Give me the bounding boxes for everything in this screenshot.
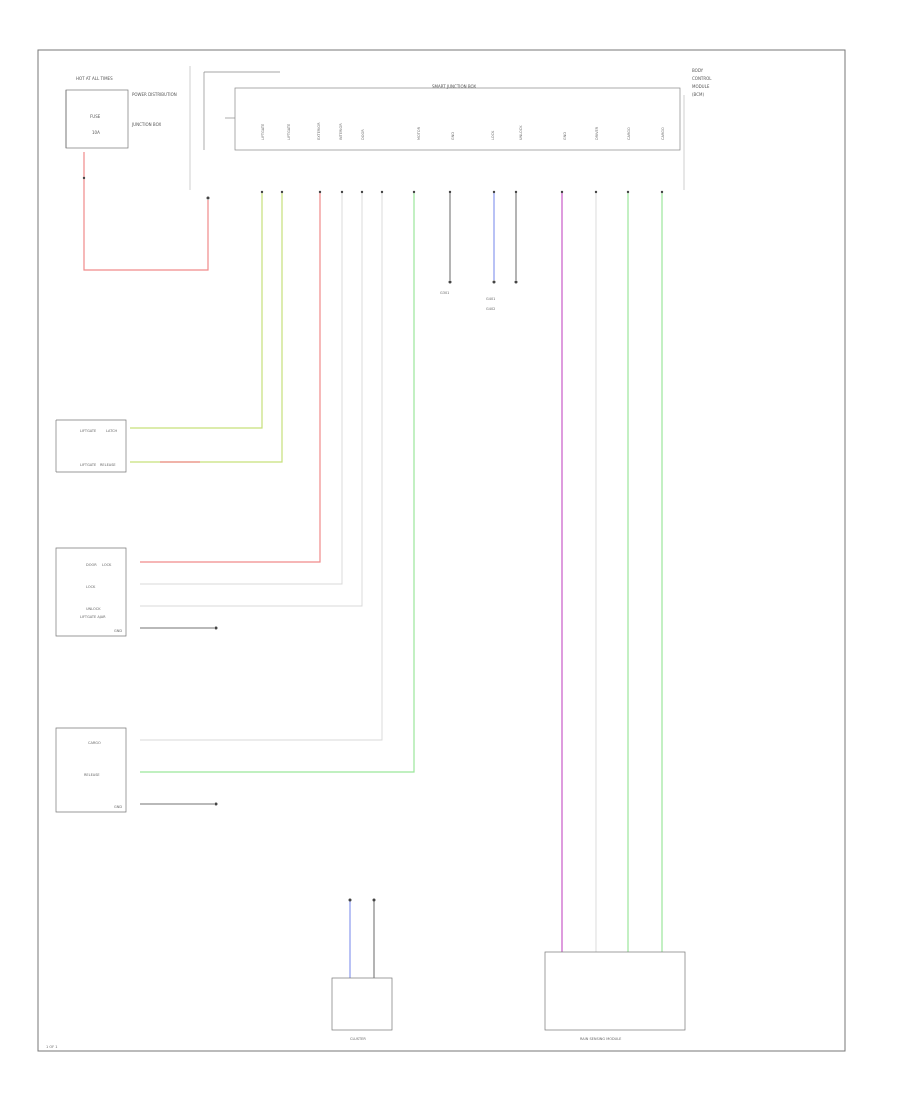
wire-gray-1 xyxy=(140,192,343,585)
cluster-dot-1 xyxy=(348,898,352,902)
page-reference: 1 OF 1 xyxy=(46,1045,57,1049)
pin-label-9: UNLOCK xyxy=(519,125,523,140)
fuse-block-label-1: HOT AT ALL TIMES xyxy=(76,76,113,81)
pin-label-6: MOTOR xyxy=(417,126,421,140)
splice-dot xyxy=(206,196,210,200)
pin-label-12: CARGO xyxy=(627,127,631,140)
wire-yg-2 xyxy=(130,192,283,463)
pin-label-7: GND xyxy=(451,132,455,140)
wire-red-power xyxy=(83,152,209,271)
lock-label-4: UNLOCK xyxy=(86,607,101,611)
fuse-block-label-2: POWER DISTRIBUTION xyxy=(132,92,177,97)
rain-module-label: RAIN SENSING MODULE xyxy=(580,1037,621,1041)
lock-label-6: GND xyxy=(114,629,122,633)
splice-dot xyxy=(82,176,86,180)
main-module-side-4: (BCM) xyxy=(692,92,704,97)
wire-gray-2 xyxy=(140,192,363,607)
main-module-side-2: CONTROL xyxy=(692,76,712,81)
ground-dot-2 xyxy=(492,280,496,284)
wire-yg-1 xyxy=(130,192,263,429)
latch-label-1: LIFTGATE xyxy=(80,429,96,433)
cluster-label: CLUSTER xyxy=(350,1037,366,1041)
pin-label-3: EXTERIOR xyxy=(317,122,321,140)
pin-label-1: LIFTGATE xyxy=(261,124,265,140)
pin-dots xyxy=(260,190,664,194)
cluster-dot-2 xyxy=(372,898,376,902)
fuse-block-label-4: 10A xyxy=(92,130,100,135)
cargo-label-3: GND xyxy=(114,805,122,809)
main-module-title: SMART JUNCTION BOX xyxy=(432,84,476,89)
ground-label-1: G301 xyxy=(440,291,449,295)
diagram-frame xyxy=(37,49,846,1052)
latch-label-4: RELEASE xyxy=(100,463,116,467)
pin-label-2: LIFTGATE xyxy=(287,124,291,140)
ground-label-3: G402 xyxy=(486,307,495,311)
rain-sensing-module: RAIN SENSING MODULE xyxy=(544,951,686,1041)
main-module: SMART JUNCTION BOX BODY CONTROL MODULE (… xyxy=(203,68,712,190)
main-module-side-3: MODULE xyxy=(692,84,710,89)
liftgate-latch-component: LIFTGATE LATCH LIFTGATE RELEASE xyxy=(55,419,127,473)
pin-label-11: DRIVER xyxy=(595,126,599,140)
cluster-component: CLUSTER xyxy=(331,977,393,1041)
pin-label-8: LOCK xyxy=(491,130,495,140)
cargo-label-2: RELEASE xyxy=(84,773,100,777)
cargo-label-1: CARGO xyxy=(88,741,101,745)
gnd-dot-left-2 xyxy=(214,802,218,806)
pin-label-5: DOOR xyxy=(361,129,365,140)
main-module-pins: LIFTGATE LIFTGATE EXTERIOR INTERIOR DOOR… xyxy=(261,122,665,140)
wire-green-cargo xyxy=(140,192,415,773)
lock-label-1: DOOR xyxy=(86,563,97,567)
pin-label-13: CARGO xyxy=(661,127,665,140)
fuse-block-label-3: FUSE xyxy=(90,114,101,119)
fuse-block-label-5: JUNCTION BOX xyxy=(131,122,161,127)
pin-label-10: GND xyxy=(563,132,567,140)
ground-label-2: G401 xyxy=(486,297,495,301)
ground-dot-1 xyxy=(448,280,452,284)
latch-label-3: LIFTGATE xyxy=(80,463,96,467)
ground-dot-3 xyxy=(514,280,518,284)
main-module-side-1: BODY xyxy=(692,68,704,73)
lock-label-2: LOCK xyxy=(102,563,112,567)
gnd-dot-left-1 xyxy=(214,626,218,630)
wire-gray-3 xyxy=(140,192,383,741)
door-lock-component: DOOR LOCK LOCK UNLOCK LIFTGATE AJAR GND xyxy=(55,547,127,637)
fuse-block: HOT AT ALL TIMES POWER DISTRIBUTION FUSE… xyxy=(65,66,191,190)
latch-label-2: LATCH xyxy=(106,429,118,433)
wire-red-lock xyxy=(140,192,321,563)
cargo-release-component: CARGO RELEASE GND xyxy=(55,727,127,813)
lock-label-3: LOCK xyxy=(86,585,96,589)
pin-label-4: INTERIOR xyxy=(339,123,343,140)
lock-label-5: LIFTGATE AJAR xyxy=(80,615,106,619)
